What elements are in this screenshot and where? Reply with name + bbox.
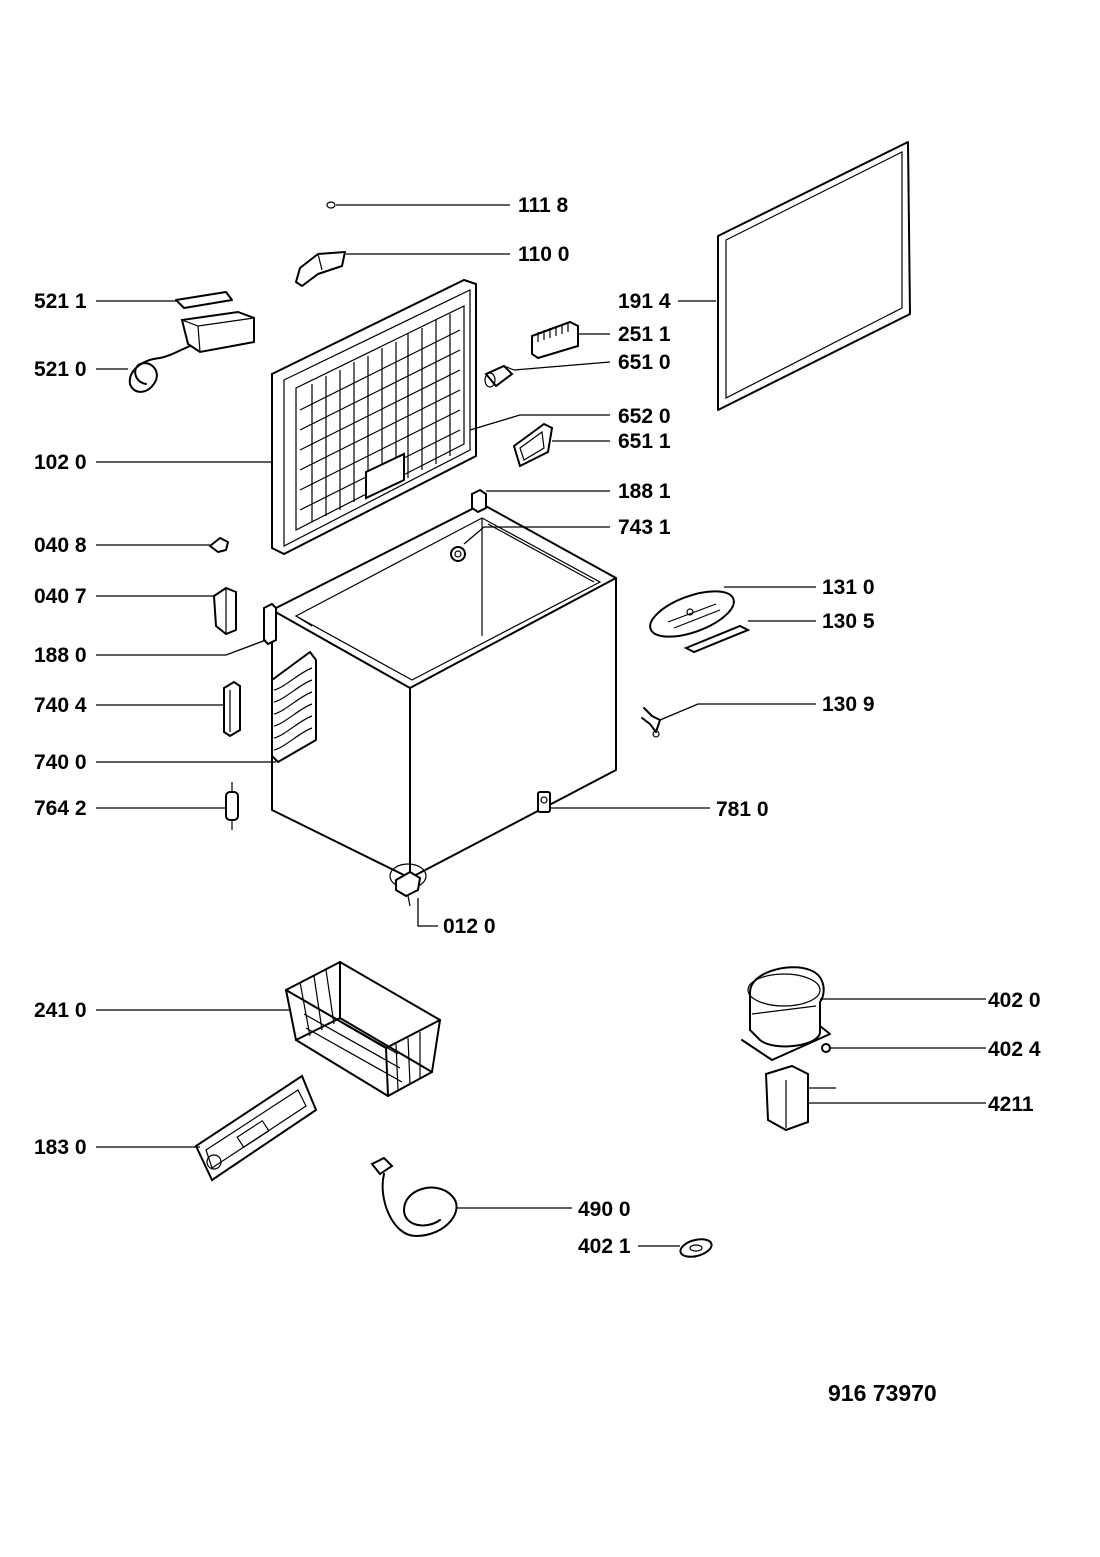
label-183-0: 183 0 bbox=[34, 1136, 87, 1159]
label-402-1: 402 1 bbox=[578, 1235, 631, 1258]
label-402-4: 402 4 bbox=[988, 1038, 1041, 1061]
part-cover-plate-icon bbox=[175, 291, 233, 309]
leader-lines bbox=[96, 204, 986, 1247]
part-handle-icon bbox=[295, 251, 346, 287]
part-hinge-post-right-icon bbox=[471, 488, 487, 514]
part-drain-plug-icon bbox=[450, 546, 466, 562]
part-screw-icon bbox=[326, 201, 336, 209]
label-040-7: 040 7 bbox=[34, 585, 87, 608]
label-012-0: 012 0 bbox=[443, 915, 496, 938]
part-control-plate-icon bbox=[649, 590, 735, 638]
label-188-0: 188 0 bbox=[34, 644, 87, 667]
label-740-4: 740 4 bbox=[34, 694, 87, 717]
label-130-9: 130 9 bbox=[822, 693, 875, 716]
part-knob-strip-icon bbox=[683, 624, 751, 654]
part-cabinet-icon bbox=[271, 503, 617, 879]
part-condenser-icon bbox=[271, 651, 317, 763]
label-521-1: 521 1 bbox=[34, 290, 87, 313]
part-hinge-bracket-icon bbox=[212, 586, 237, 636]
label-191-4: 191 4 bbox=[618, 290, 671, 313]
part-lid-icon bbox=[271, 278, 477, 556]
label-102-0: 102 0 bbox=[34, 451, 87, 474]
label-781-0: 781 0 bbox=[716, 798, 769, 821]
document-number: 916 73970 bbox=[828, 1380, 937, 1406]
label-131-0: 131 0 bbox=[822, 576, 875, 599]
part-bracket-icon bbox=[223, 680, 241, 738]
part-hinge-post-left-icon bbox=[263, 602, 277, 646]
label-241-0: 241 0 bbox=[34, 999, 87, 1022]
label-521-0: 521 0 bbox=[34, 358, 87, 381]
label-743-1: 743 1 bbox=[618, 516, 671, 539]
part-thermostat-box-icon bbox=[128, 310, 255, 393]
part-relay-icon bbox=[764, 1064, 836, 1132]
label-651-1: 651 1 bbox=[618, 430, 671, 453]
label-188-1: 188 1 bbox=[618, 480, 671, 503]
label-111-8: 111 8 bbox=[518, 194, 569, 217]
part-grommet-icon bbox=[821, 1043, 831, 1053]
part-vent-grille-icon bbox=[531, 320, 579, 360]
part-lamp-holder-icon bbox=[484, 364, 515, 388]
label-402-0: 402 0 bbox=[988, 989, 1041, 1012]
label-652-0: 652 0 bbox=[618, 405, 671, 428]
part-basket-icon bbox=[285, 961, 441, 1097]
label-110-0: 110 0 bbox=[518, 243, 569, 266]
label-040-8: 040 8 bbox=[34, 534, 87, 557]
part-gasket-icon bbox=[717, 141, 911, 411]
label-421-1: 4211 bbox=[988, 1093, 1034, 1116]
label-251-1: 251 1 bbox=[618, 323, 671, 346]
label-130-5: 130 5 bbox=[822, 610, 875, 633]
part-power-cord-icon bbox=[370, 1156, 458, 1237]
label-651-0: 651 0 bbox=[618, 351, 671, 374]
part-compressor-icon bbox=[741, 966, 831, 1061]
part-filter-drier-icon bbox=[225, 782, 239, 830]
part-light-box-icon bbox=[512, 422, 554, 468]
part-compressor-foot-icon bbox=[679, 1238, 713, 1258]
part-rating-label-icon bbox=[537, 791, 551, 813]
label-740-0: 740 0 bbox=[34, 751, 87, 774]
part-clip-icon bbox=[209, 537, 229, 553]
part-control-housing-icon bbox=[194, 1074, 318, 1182]
part-foot-icon bbox=[389, 863, 427, 907]
part-sensor-icon bbox=[641, 707, 661, 738]
label-490-0: 490 0 bbox=[578, 1198, 631, 1221]
label-764-2: 764 2 bbox=[34, 797, 87, 820]
